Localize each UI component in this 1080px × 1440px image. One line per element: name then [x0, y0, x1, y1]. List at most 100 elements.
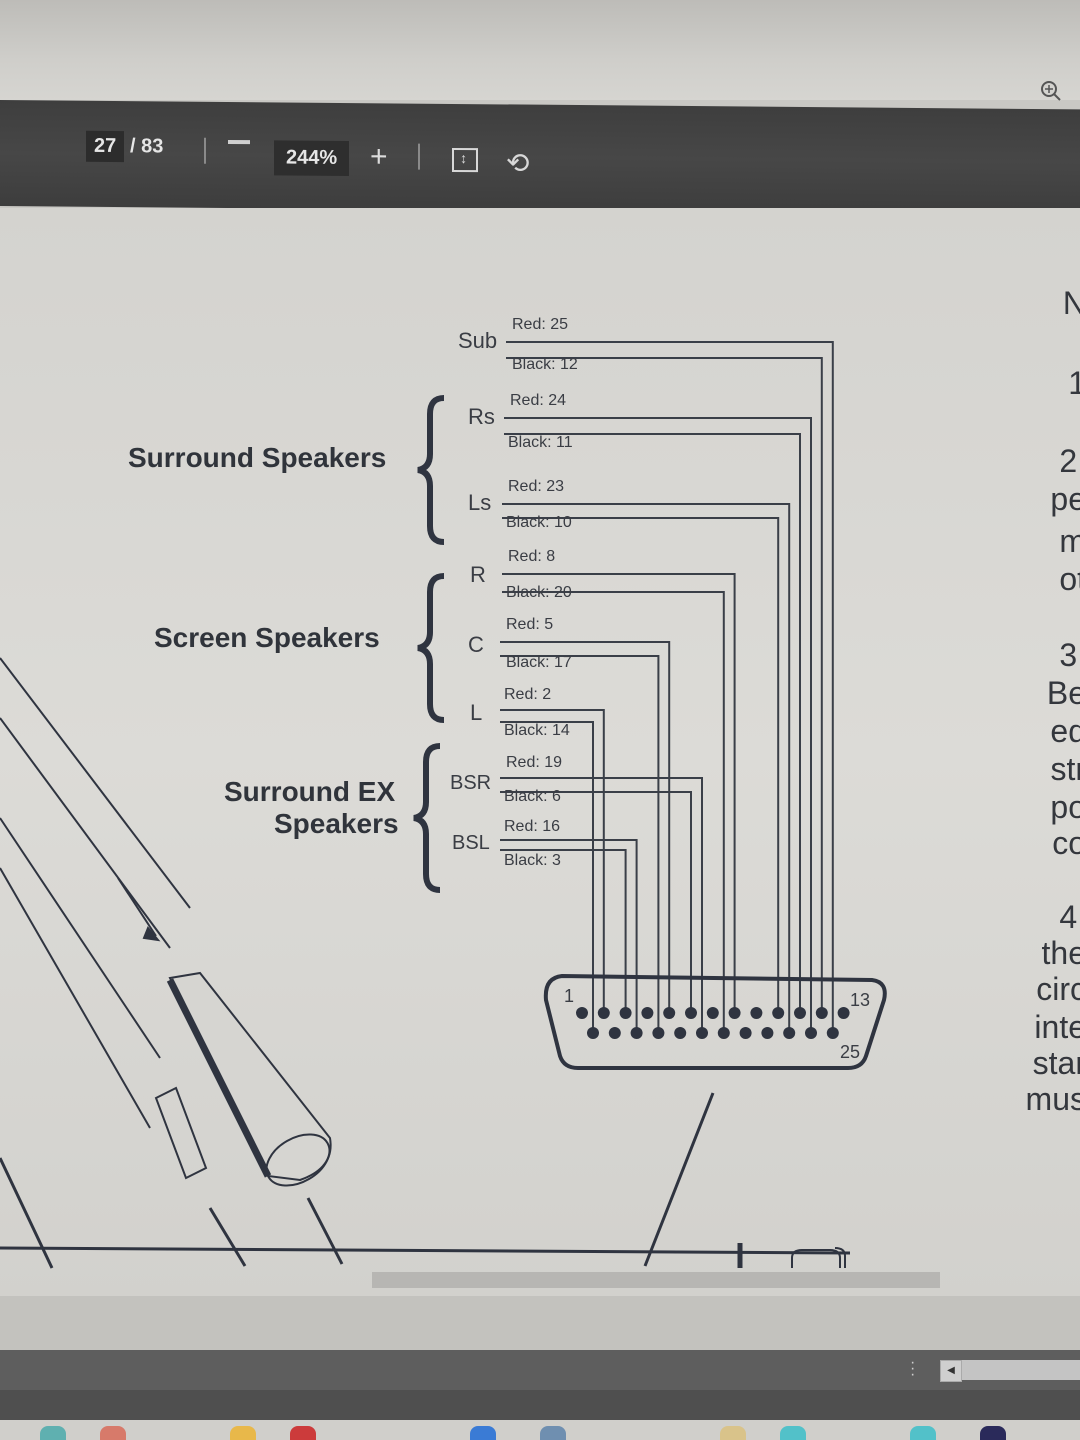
wire-bsr-black — [500, 791, 692, 1013]
connector-pin-16 — [630, 1027, 643, 1039]
side-text-line: m — [1059, 523, 1080, 559]
channel-label-bsr: BSR — [450, 772, 492, 794]
connector-pin-9 — [750, 1007, 763, 1019]
wire-label-bsr-black: Black: 6 — [504, 788, 561, 805]
connector-pin-3 — [619, 1007, 632, 1019]
taskbar-app-icon[interactable] — [40, 1426, 66, 1440]
connector-pin-20 — [717, 1027, 730, 1039]
brace-screen — [417, 573, 445, 723]
side-text-line: co — [1052, 825, 1080, 861]
toolbar-divider — [418, 143, 420, 170]
zoom-level-input[interactable]: 244% — [274, 140, 350, 177]
page-total: / 83 — [130, 135, 164, 158]
wire-l-red — [500, 709, 605, 1013]
wire-bsl-red — [500, 839, 638, 1033]
minus-icon[interactable] — [228, 139, 250, 145]
horizontal-scrollbar[interactable] — [372, 1272, 940, 1288]
side-text-line: mus — [1025, 1081, 1080, 1117]
taskbar-app-icon[interactable] — [780, 1426, 806, 1440]
wire-ls-red — [502, 503, 791, 1033]
side-text-line: pe — [1050, 481, 1080, 517]
connector-pin-17 — [652, 1027, 665, 1039]
connector-pin-19 — [696, 1027, 708, 1039]
side-text-line: 2. — [1059, 443, 1080, 479]
wire-label-r-red: Red: 8 — [508, 548, 556, 565]
side-text-line: eq — [1050, 713, 1080, 749]
channel-label-rs: Rs — [468, 404, 495, 429]
wire-c-black — [500, 655, 660, 1033]
connector-pin-22 — [761, 1027, 774, 1039]
side-text-line: the — [1041, 935, 1080, 971]
window-frame — [0, 1390, 1080, 1420]
wire-ls-black — [502, 517, 780, 1013]
group-label-screen: Screen Speakers — [154, 622, 380, 653]
wire-label-sub-black: Black: 12 — [512, 356, 578, 373]
pin-label-1: 1 — [564, 986, 575, 1006]
channel-label-bsl: BSL — [452, 832, 490, 854]
wire-label-bsr-red: Red: 19 — [506, 754, 563, 771]
connector-pin-8 — [728, 1007, 741, 1019]
taskbar-app-icon[interactable] — [980, 1426, 1006, 1440]
wire-label-c-red: Red: 5 — [506, 616, 554, 633]
page-number-input[interactable]: 27 — [86, 130, 125, 163]
viewer-bottom-area — [0, 1296, 1080, 1350]
more-options-icon[interactable]: ··· — [910, 1354, 916, 1383]
taskbar — [0, 1420, 1080, 1440]
channel-label-ls: Ls — [468, 490, 492, 515]
taskbar-app-icon[interactable] — [230, 1426, 256, 1440]
pdf-page: Surround Speakers Screen Speakers Surrou… — [0, 208, 1080, 1300]
wire-label-l-black: Black: 14 — [504, 722, 570, 739]
channel-label-r: R — [470, 562, 486, 587]
connector-pin-24 — [805, 1027, 817, 1039]
wire-r-black — [502, 591, 725, 1033]
connector-pin-25 — [826, 1027, 839, 1039]
wire-label-bsl-red: Red: 16 — [504, 818, 561, 835]
taskbar-app-icon[interactable] — [720, 1426, 746, 1440]
wire-label-r-black: Black: 20 — [506, 584, 572, 601]
brace-surround — [417, 395, 445, 545]
status-bar: ··· ◀ — [0, 1350, 1080, 1390]
taskbar-app-icon[interactable] — [290, 1426, 316, 1440]
side-text-line: str — [1050, 751, 1080, 787]
connector-pin-12 — [815, 1007, 828, 1019]
wire-c-red — [500, 641, 671, 1013]
wire-label-ls-red: Red: 23 — [508, 478, 565, 495]
connector-pin-14 — [587, 1027, 599, 1039]
side-text-line: star — [1032, 1045, 1080, 1081]
side-text-line: 1 — [1068, 365, 1080, 401]
connector-pin-10 — [772, 1007, 785, 1019]
fit-page-icon[interactable] — [452, 147, 478, 173]
taskbar-app-icon[interactable] — [100, 1426, 126, 1440]
wire-label-rs-red: Red: 24 — [510, 392, 567, 409]
side-text-line: 4. — [1059, 899, 1080, 935]
taskbar-app-icon[interactable] — [470, 1426, 496, 1440]
connector-pin-21 — [739, 1027, 752, 1039]
side-text-line: 3. — [1059, 637, 1080, 673]
wire-l-black — [500, 721, 594, 1033]
toolbar-divider — [204, 137, 206, 164]
zoom-search-icon[interactable] — [1040, 80, 1062, 102]
browser-top-area — [0, 0, 1080, 100]
connector-pin-4 — [641, 1007, 654, 1019]
connector-pin-7 — [706, 1007, 719, 1019]
side-text-line: inte — [1034, 1009, 1080, 1045]
zoom-in-button[interactable]: + — [370, 140, 388, 174]
wire-label-l-red: Red: 2 — [504, 686, 552, 703]
wire-label-c-black: Black: 17 — [506, 654, 572, 671]
wire-rs-red — [504, 417, 812, 1033]
scroll-left-button[interactable]: ◀ — [940, 1360, 962, 1382]
wire-r-red — [502, 573, 736, 1013]
scroll-track[interactable] — [962, 1360, 1080, 1380]
taskbar-app-icon[interactable] — [910, 1426, 936, 1440]
rotate-icon[interactable]: ⟲ — [506, 147, 530, 179]
wire-bsr-red — [500, 777, 703, 1033]
wire-label-ls-black: Black: 10 — [506, 514, 572, 531]
wire-sub-black — [506, 357, 823, 1013]
wire-sub-red — [506, 341, 834, 1033]
channel-label-sub: Sub — [458, 328, 498, 353]
taskbar-app-icon[interactable] — [540, 1426, 566, 1440]
channel-label-c: C — [468, 632, 484, 657]
cable-illustration — [0, 657, 851, 1269]
brace-surround-ex — [413, 743, 441, 893]
connector-pin-23 — [783, 1027, 796, 1039]
